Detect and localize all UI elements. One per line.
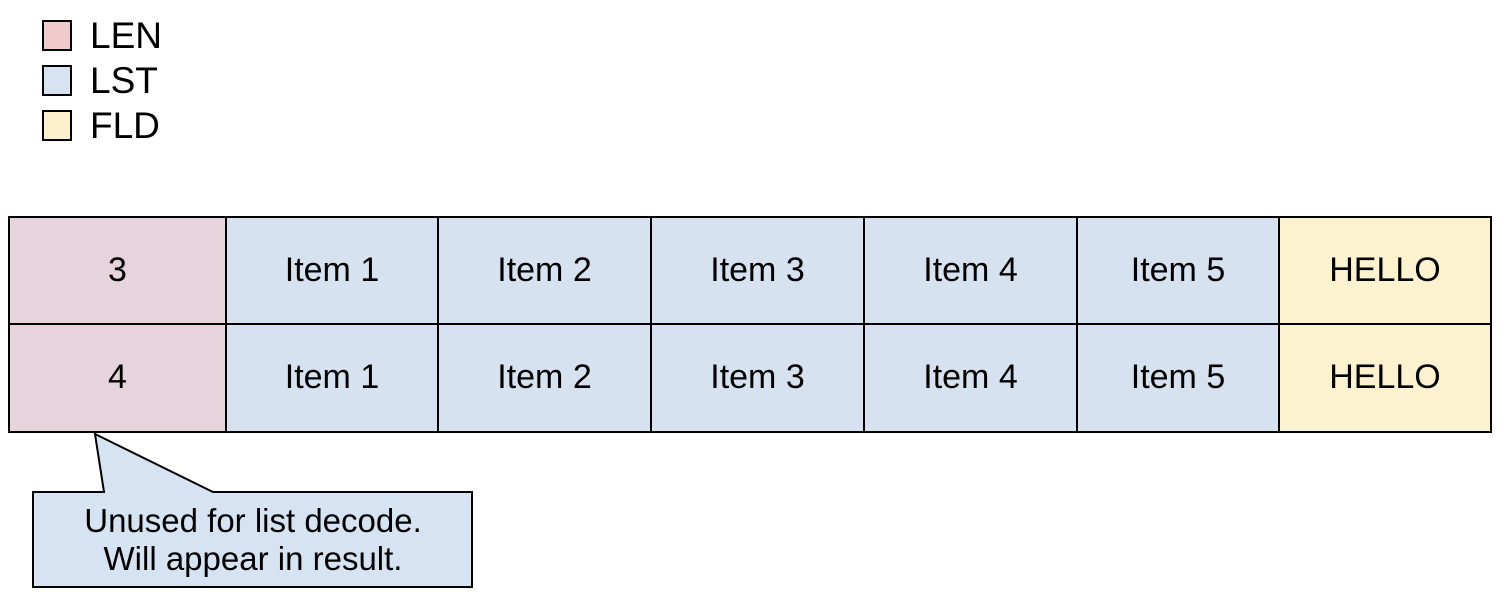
list-item-cell: Item 2 — [439, 324, 652, 431]
field-cell: HELLO — [1280, 324, 1490, 431]
legend: LEN LST FLD — [42, 15, 162, 146]
fld-color-swatch — [42, 110, 72, 141]
legend-item-lst: LST — [42, 60, 162, 101]
legend-label-len: LEN — [90, 15, 162, 56]
callout-note-line2: Will appear in result. — [103, 540, 403, 577]
legend-item-fld: FLD — [42, 105, 162, 146]
list-item-cell: Item 5 — [1078, 218, 1280, 325]
callout-note-line1: Unused for list decode. — [84, 502, 422, 539]
list-item-cell: Item 1 — [227, 324, 439, 431]
len-cell: 3 — [10, 218, 227, 325]
list-item-cell: Item 4 — [865, 324, 1078, 431]
legend-label-fld: FLD — [90, 105, 160, 146]
legend-label-lst: LST — [90, 60, 158, 101]
legend-item-len: LEN — [42, 15, 162, 56]
list-item-cell: Item 5 — [1078, 324, 1280, 431]
list-item-cell: Item 2 — [439, 218, 652, 325]
callout-polygon — [32, 432, 473, 588]
len-cell: 4 — [10, 324, 227, 431]
list-item-cell: Item 1 — [227, 218, 439, 325]
callout-note: Unused for list decode. Will appear in r… — [33, 492, 473, 588]
len-color-swatch — [42, 20, 72, 51]
lst-color-swatch — [42, 65, 72, 96]
byte-layout-table: 3 Item 1 Item 2 Item 3 Item 4 Item 5 HEL… — [8, 216, 1492, 433]
list-item-cell: Item 3 — [652, 324, 865, 431]
list-item-cell: Item 4 — [865, 218, 1078, 325]
list-item-cell: Item 3 — [652, 218, 865, 325]
field-cell: HELLO — [1280, 218, 1490, 325]
